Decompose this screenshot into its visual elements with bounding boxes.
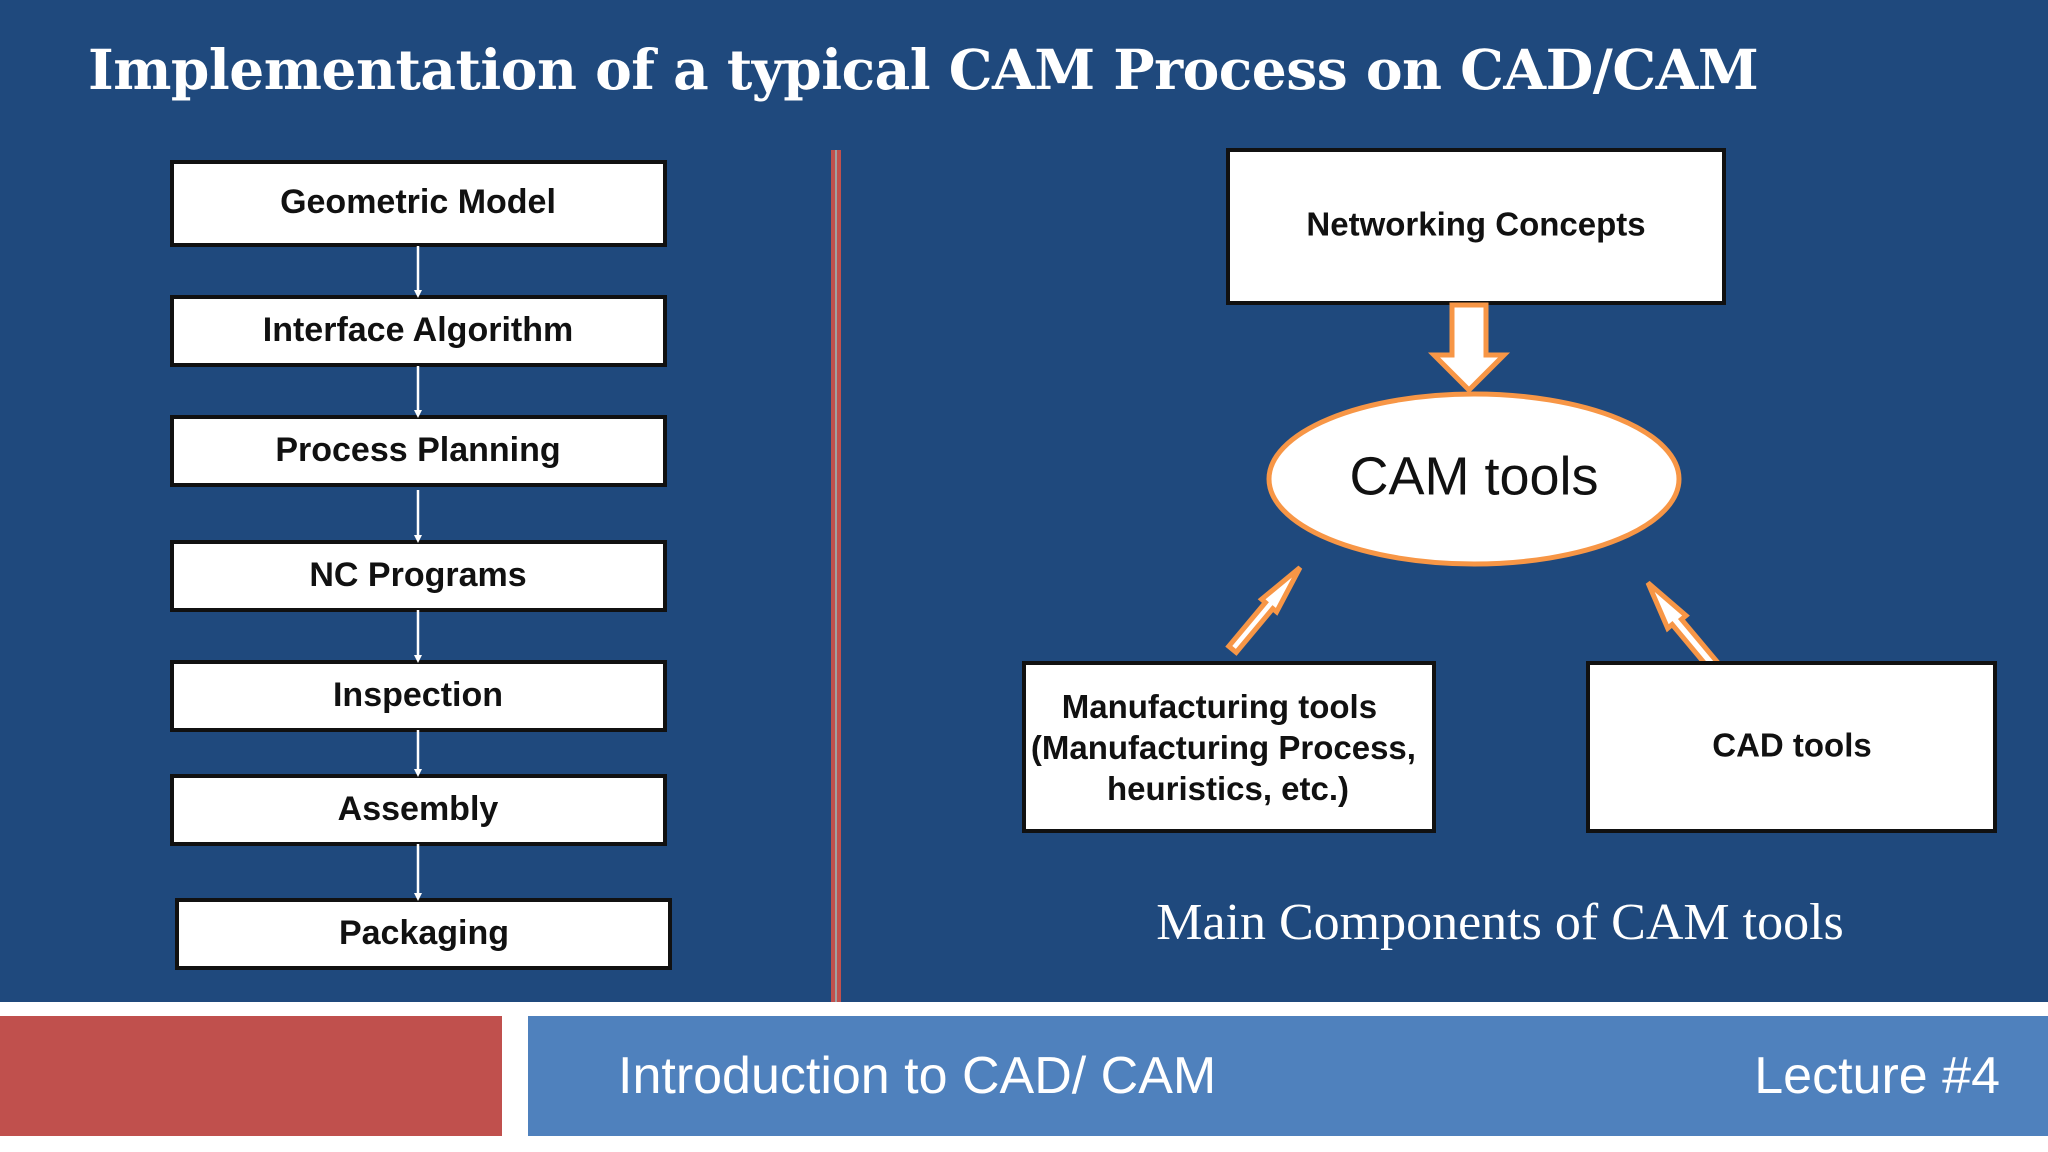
process-step-assembly: Assembly [170, 774, 667, 846]
process-step-process-planning: Process Planning [170, 415, 667, 487]
process-step-label: NC Programs [309, 556, 526, 594]
arrow-cad-to-cam [1645, 580, 1723, 672]
footer-course-title: Introduction to CAD/ CAM [618, 1047, 1217, 1105]
cam-tools-label: CAM tools [1349, 446, 1598, 506]
diagram-caption: Main Components of CAM tools [1156, 894, 1844, 951]
process-step-label: Geometric Model [280, 183, 556, 221]
manufacturing-tools-line-1: Manufacturing tools [1062, 688, 1377, 725]
process-step-label: Interface Algorithm [263, 311, 573, 349]
manufacturing-tools-label: Manufacturing tools (Manufacturing Proce… [1031, 688, 1425, 807]
process-step-label: Assembly [338, 790, 499, 828]
footer-lecture-number: Lecture #4 [1754, 1047, 2000, 1105]
arrow-manufacturing-to-cam [1225, 565, 1303, 656]
networking-concepts-box: Networking Concepts [1226, 148, 1726, 305]
process-step-label: Inspection [333, 676, 503, 714]
cad-tools-label: CAD tools [1712, 727, 1872, 764]
arrow-networking-to-cam [1427, 302, 1511, 394]
cad-tools-box: CAD tools [1586, 661, 1997, 833]
networking-concepts-label: Networking Concepts [1306, 206, 1645, 243]
manufacturing-tools-box: Manufacturing tools (Manufacturing Proce… [1022, 661, 1436, 833]
process-step-packaging: Packaging [175, 898, 672, 970]
slide-title: Implementation of a typical CAM Process … [88, 37, 1759, 102]
process-step-interface-algorithm: Interface Algorithm [170, 295, 667, 367]
manufacturing-tools-line-2: (Manufacturing Process, [1031, 729, 1416, 766]
process-step-inspection: Inspection [170, 660, 667, 732]
footer-accent-bar [0, 1016, 502, 1136]
process-step-label: Process Planning [275, 431, 560, 469]
cam-tools-oval: CAM tools [1266, 391, 1682, 567]
process-step-label: Packaging [339, 914, 509, 952]
process-step-nc-programs: NC Programs [170, 540, 667, 612]
diagram: Geometric Model Interface Algorithm Proc… [170, 148, 1997, 1002]
process-step-geometric-model: Geometric Model [170, 160, 667, 247]
manufacturing-tools-line-3: heuristics, etc.) [1107, 770, 1349, 807]
footer-bar: Introduction to CAD/ CAM Lecture #4 [528, 1016, 2048, 1136]
